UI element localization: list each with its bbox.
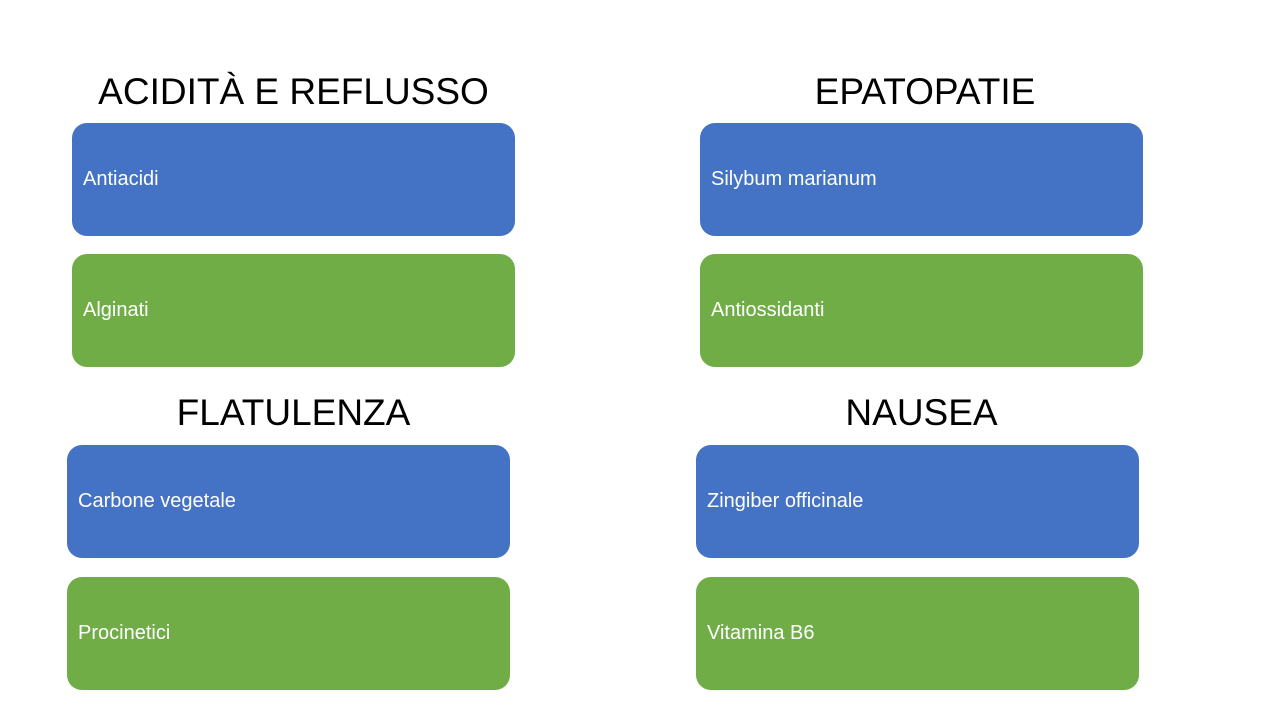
group-item-zingiber-officinale: Zingiber officinale [696,445,1139,558]
item-label: Vitamina B6 [707,622,815,644]
group-item-procinetici: Procinetici [67,577,510,690]
group-item-silybum-marianum: Silybum marianum [700,123,1143,236]
item-label: Carbone vegetale [78,490,236,512]
group-item-carbone-vegetale: Carbone vegetale [67,445,510,558]
item-label: Procinetici [78,622,171,644]
group-title-nausea: NAUSEA [845,392,998,433]
item-label: Antiacidi [83,168,159,190]
group-title-epatopatie: EPATOPATIE [814,71,1036,112]
group-item-antiacidi: Antiacidi [72,123,515,236]
item-label: Alginati [83,299,149,321]
group-title-acidita-e-reflusso: ACIDITÀ E REFLUSSO [98,71,489,112]
group-item-antiossidanti: Antiossidanti [700,254,1143,367]
item-label: Antiossidanti [711,299,825,321]
group-title-flatulenza: FLATULENZA [176,392,411,433]
group-item-vitamina-b6: Vitamina B6 [696,577,1139,690]
item-label: Zingiber officinale [707,490,864,512]
item-label: Silybum marianum [711,168,877,190]
group-item-alginati: Alginati [72,254,515,367]
